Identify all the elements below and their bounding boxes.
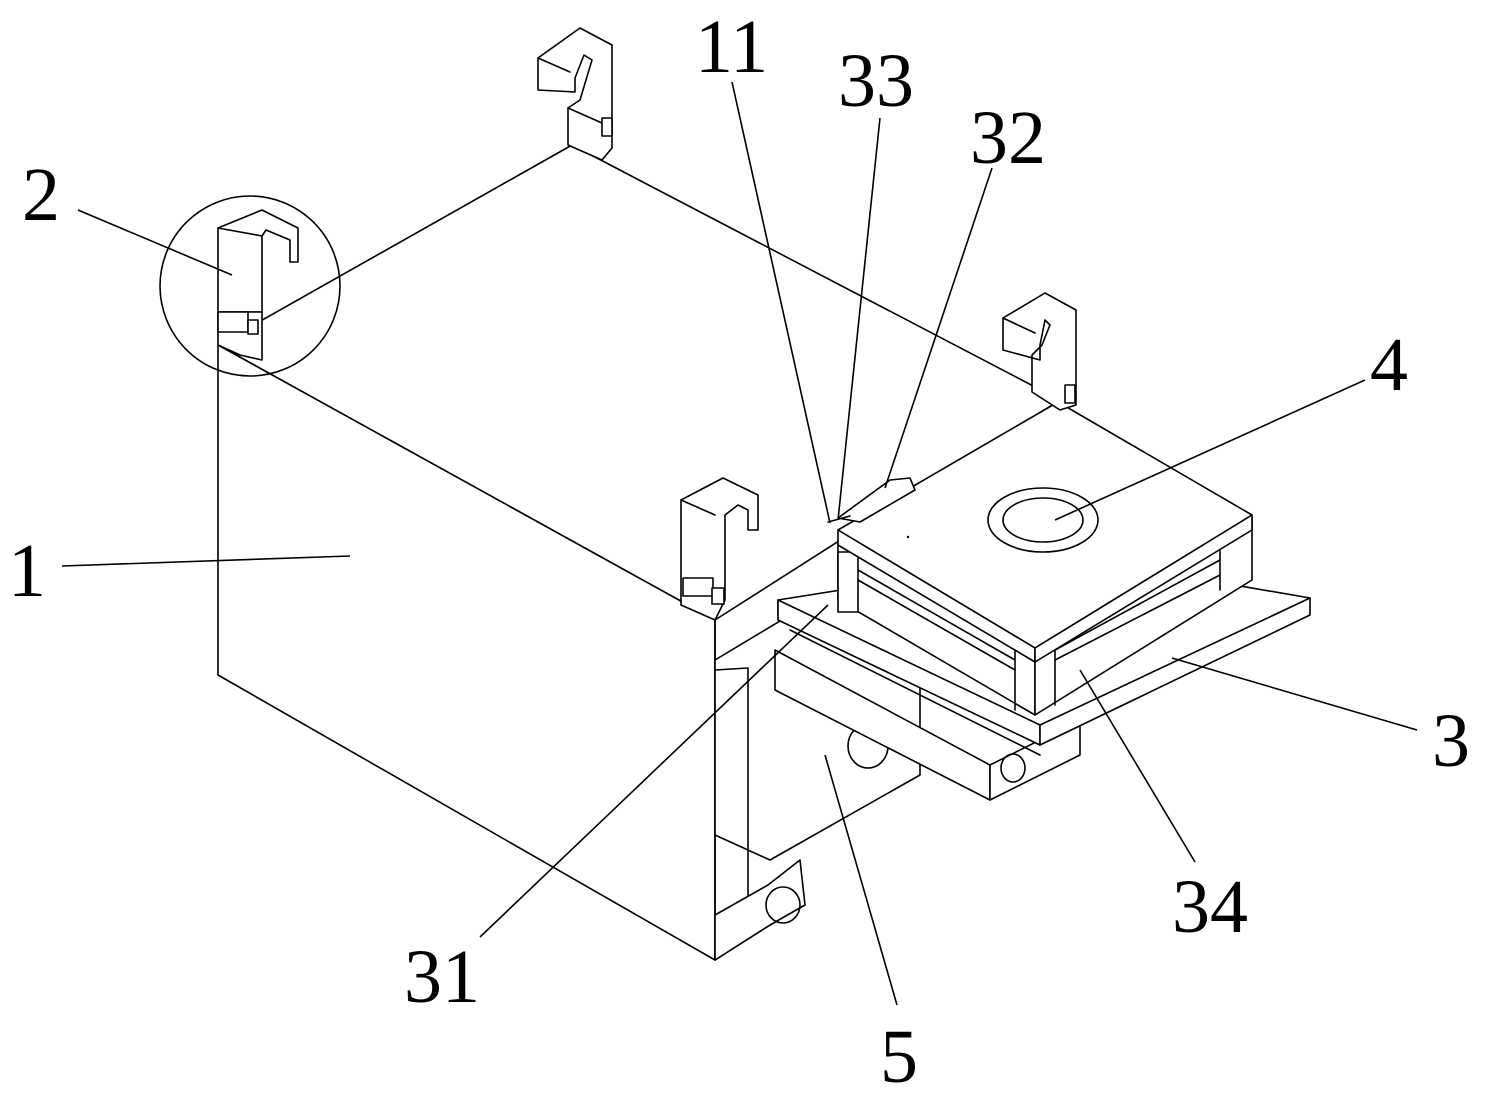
- base-plate-right-edge: [1039, 597, 1311, 746]
- label-31: 31: [404, 935, 480, 1019]
- leader-lines: [61, 81, 1418, 1006]
- label-34: 34: [1172, 865, 1248, 949]
- label-1: 1: [8, 529, 46, 613]
- label-2: 2: [22, 153, 60, 237]
- corner-hook-back-left: [537, 27, 613, 161]
- leader-3: [1171, 657, 1418, 731]
- corner-hook-front-right: [680, 477, 759, 621]
- receptacle-ring-inner: [1002, 497, 1084, 543]
- leader-33: [837, 117, 881, 521]
- label-3: 3: [1432, 699, 1470, 783]
- detail-circle: [159, 195, 341, 377]
- hinge-block: [837, 477, 916, 523]
- receptacle-ring-outer: [987, 487, 1099, 553]
- leader-2: [77, 209, 233, 276]
- rail-roller: [1000, 753, 1026, 783]
- hinge-connector: [827, 477, 916, 523]
- leader-31: [479, 604, 829, 938]
- label-4: 4: [1370, 323, 1408, 407]
- frame-leg-left: [837, 551, 859, 613]
- leader-1: [61, 555, 351, 567]
- label-33: 33: [838, 39, 914, 123]
- tray-frame: [837, 401, 1253, 716]
- corner-hook-front-left: [217, 209, 299, 361]
- leader-4: [1054, 379, 1366, 521]
- reference-numerals: 1 2 3 4 5 11 31 32 33 34: [8, 5, 1470, 1099]
- leader-11: [731, 81, 831, 524]
- label-5: 5: [880, 1015, 918, 1099]
- leader-32: [884, 167, 993, 489]
- bracket-foot: [714, 859, 806, 961]
- tray-top-right: [1034, 514, 1253, 663]
- label-32: 32: [970, 96, 1046, 180]
- label-11: 11: [695, 5, 768, 89]
- bracket-foot-hole: [765, 886, 801, 924]
- leader-34: [1079, 669, 1196, 863]
- corner-hook-back-right: [1002, 292, 1077, 411]
- leader-5: [824, 754, 898, 1006]
